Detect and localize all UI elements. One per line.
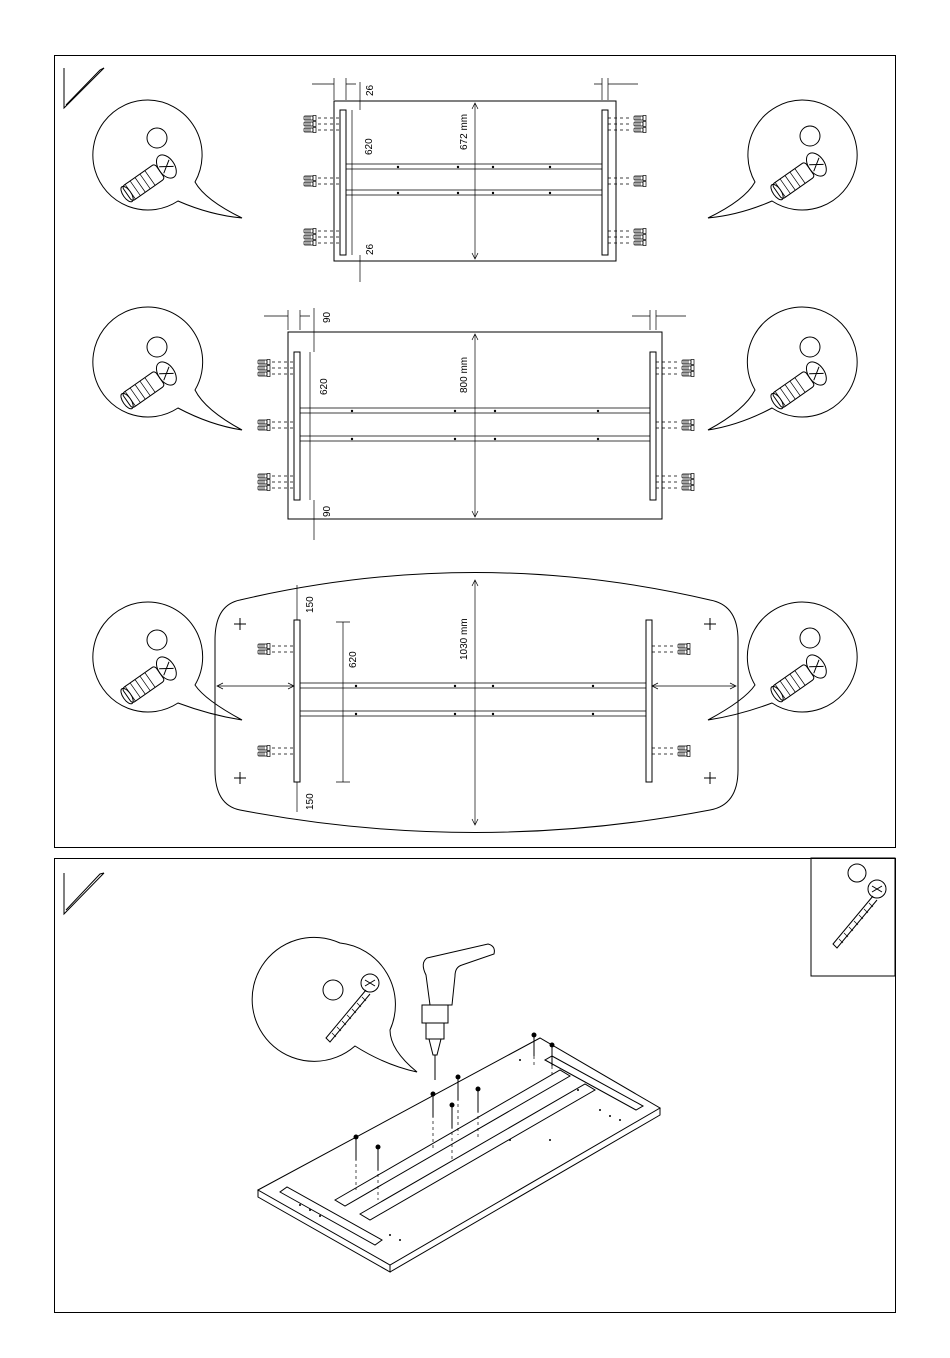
length-label: 672 mm xyxy=(459,114,470,150)
bottom-offset-label: 26 xyxy=(365,243,376,255)
tabletop-underside xyxy=(258,1033,660,1273)
spacing-label: 620 xyxy=(348,651,359,668)
spacing-label: 620 xyxy=(364,138,375,155)
top-offset-label: 90 xyxy=(322,311,333,323)
screw-callout-right-1 xyxy=(708,100,857,218)
length-label: 1030 mm xyxy=(459,618,470,660)
checkmark-icon xyxy=(64,873,104,914)
checkmark-icon xyxy=(64,68,104,108)
tabletop-diagram-672: 672 mm 620 26 26 xyxy=(304,78,646,282)
wood-screw-icon xyxy=(833,880,886,948)
top-offset-label: 26 xyxy=(365,84,376,96)
bottom-offset-label: 150 xyxy=(305,793,316,810)
bottom-offset-label: 90 xyxy=(322,505,333,517)
screw-group xyxy=(258,644,690,757)
screw-callout-right-3 xyxy=(708,602,857,720)
parts-box xyxy=(811,858,895,976)
cam-screw-icon xyxy=(766,651,830,707)
cam-screw-icon xyxy=(116,151,180,207)
tabletop-diagram-1030: 1030 mm 620 150 150 xyxy=(215,573,738,833)
spacing-label: 620 xyxy=(319,378,330,395)
screw-callout-left-3 xyxy=(93,602,242,720)
cam-screw-icon xyxy=(116,358,180,414)
power-drill-icon xyxy=(422,944,494,1080)
cam-screw-icon xyxy=(766,149,830,205)
wood-screw-icon xyxy=(326,974,379,1042)
top-offset-label: 150 xyxy=(305,596,316,613)
screw-callout-left-1 xyxy=(93,100,242,218)
tabletop-diagram-800: 800 mm 620 90 90 xyxy=(258,308,694,540)
screw-callout-left-2 xyxy=(93,307,242,430)
cam-screw-icon xyxy=(116,653,180,709)
screw-callout-right-2 xyxy=(708,307,857,430)
length-label: 800 mm xyxy=(459,357,470,393)
cam-screw-icon xyxy=(766,358,830,414)
screw-callout-drill xyxy=(252,937,417,1072)
